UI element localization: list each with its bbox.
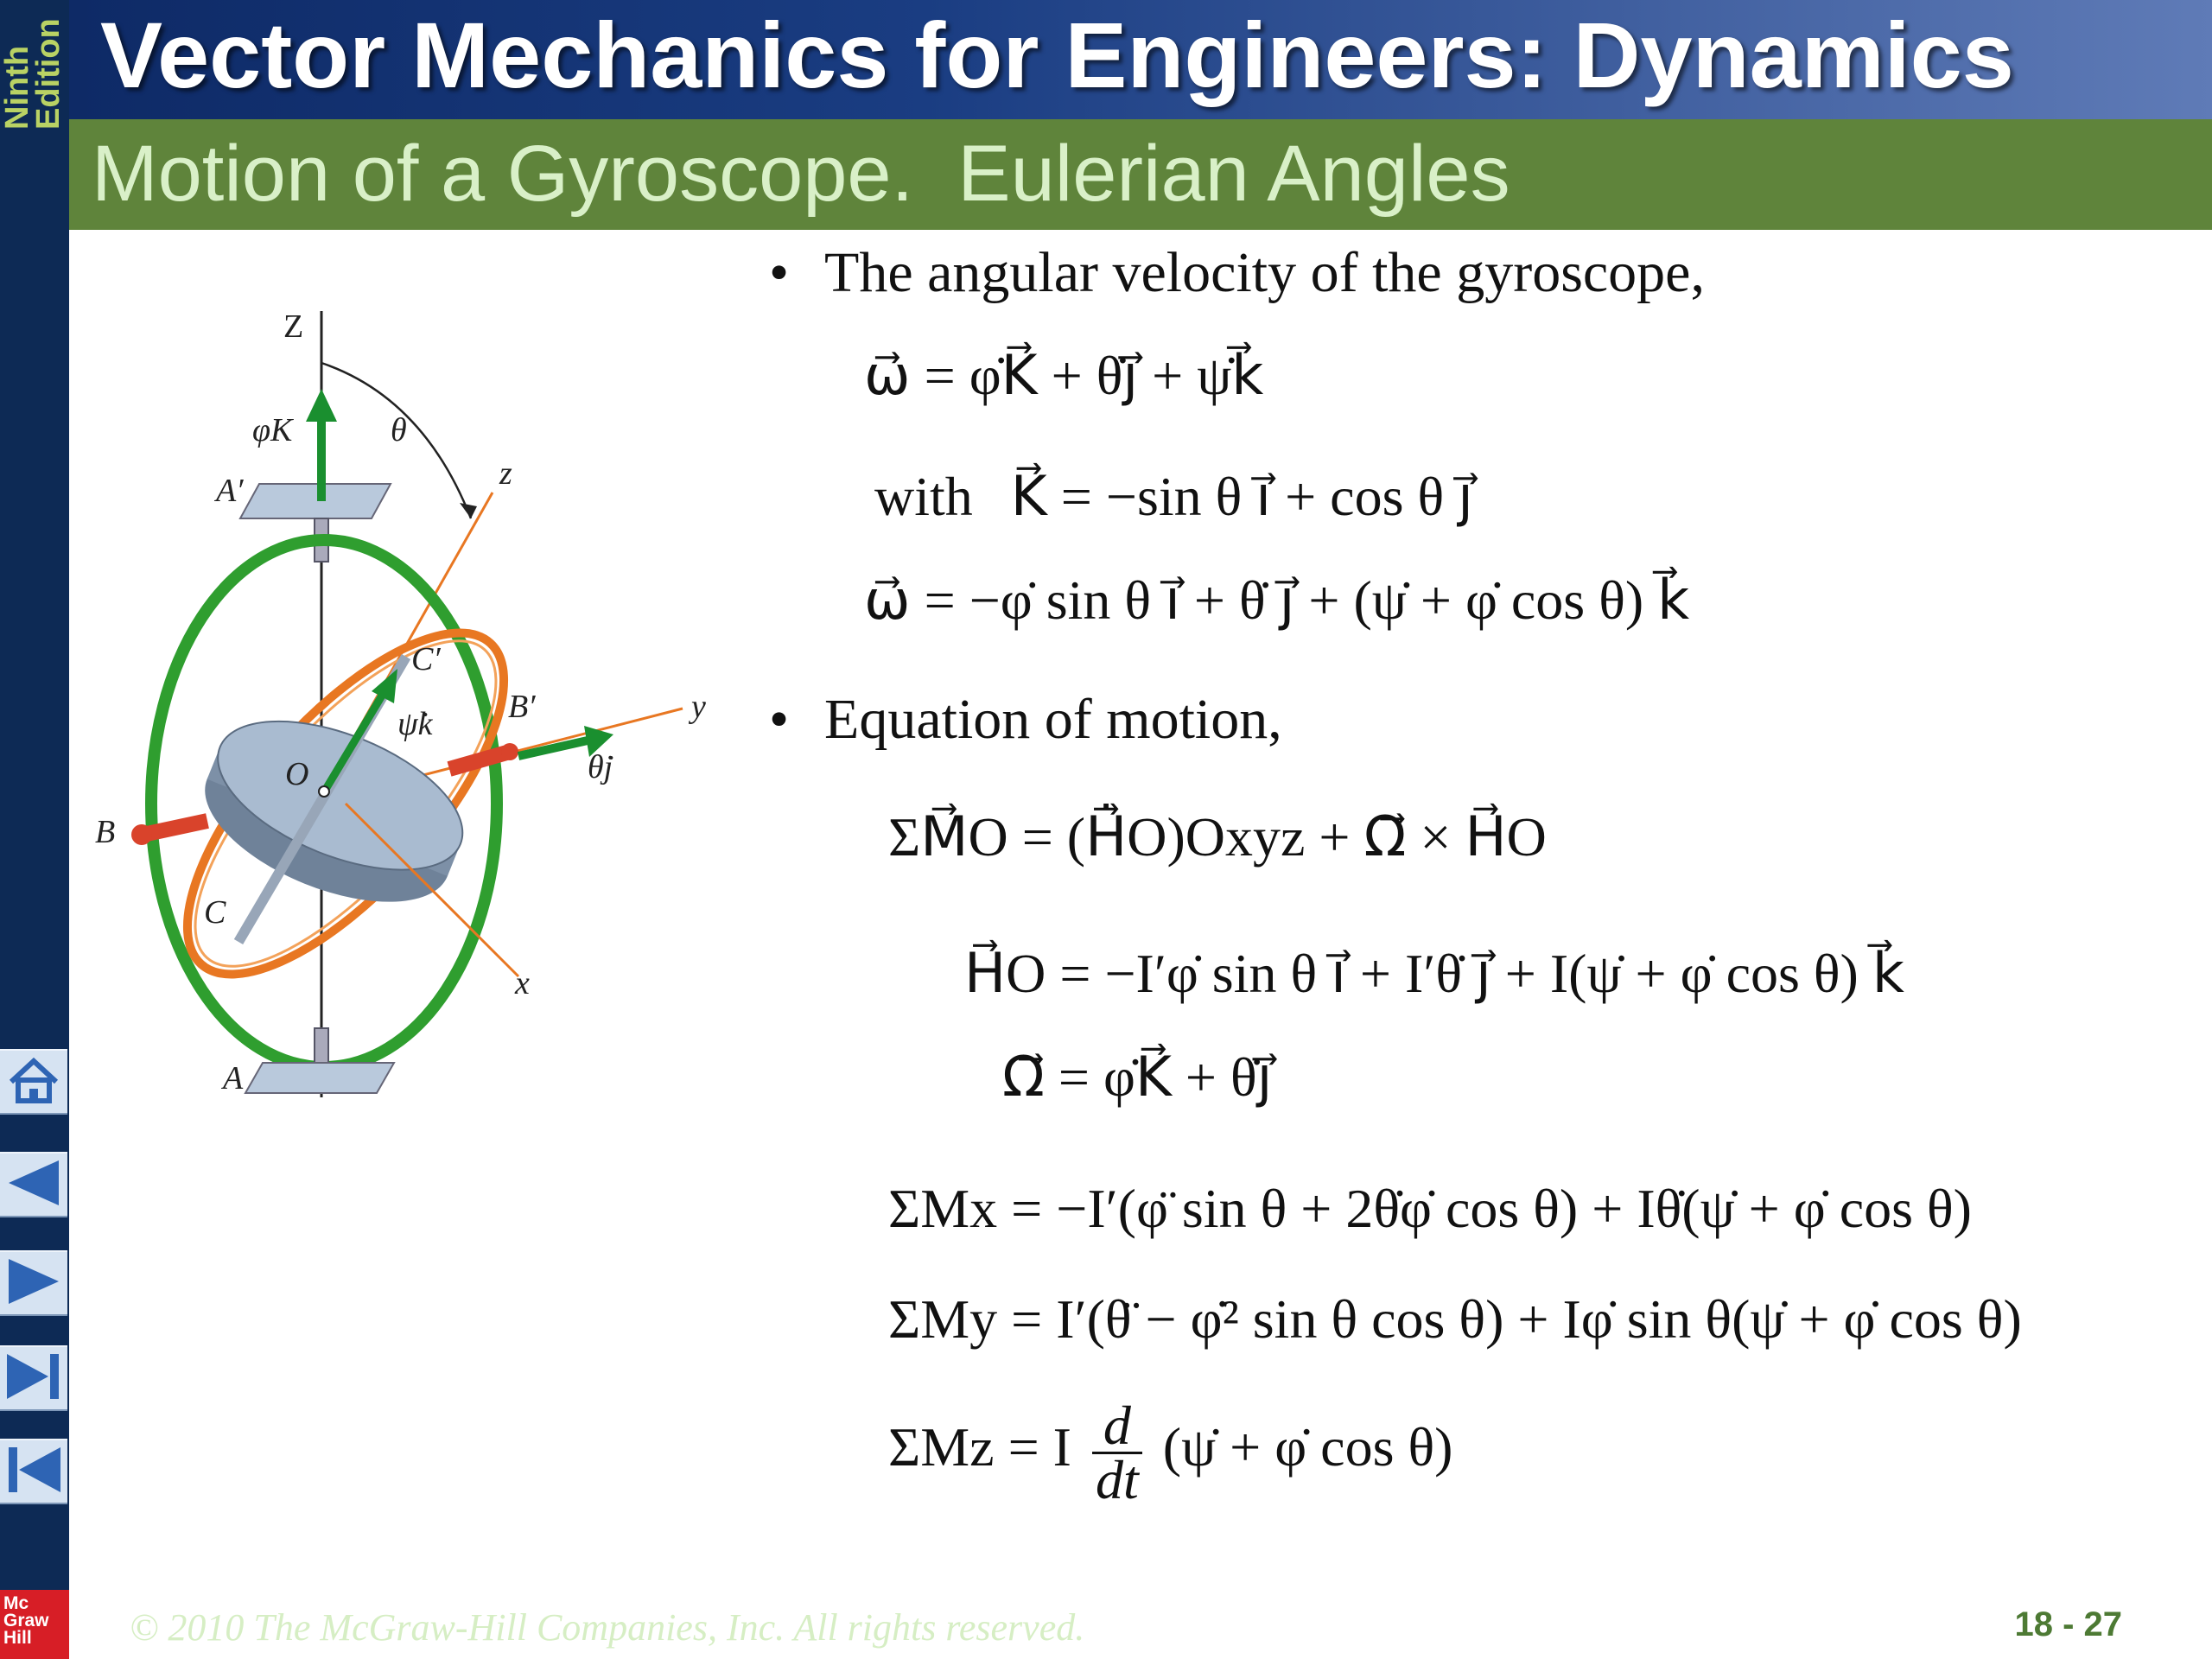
last-button[interactable] <box>0 1345 67 1411</box>
label-theta: θ <box>391 412 407 448</box>
equation-K: with K⃗ = −sin θ i⃗ + cos θ j⃗ <box>874 465 1473 529</box>
label-x: x <box>514 965 530 1001</box>
equation-Mz-prefix: ΣMz = I <box>888 1416 1071 1478</box>
subtitle-bar: Motion of a Gyroscope. Eulerian Angles <box>69 119 2212 230</box>
label-C: C <box>204 894 226 931</box>
mcgraw-hill-logo: Mc Graw Hill <box>0 1590 69 1659</box>
equation-My: ΣMy = I′(θ̈ − φ̇² sin θ cos θ) + Iφ̇ sin… <box>888 1288 2022 1350</box>
equation-K-with: with <box>874 466 973 527</box>
previous-icon <box>5 1157 62 1213</box>
first-icon <box>5 1444 62 1500</box>
slide-title: Motion of a Gyroscope. Eulerian Angles <box>92 130 1510 218</box>
label-B: B <box>95 814 115 850</box>
first-button[interactable] <box>0 1439 67 1504</box>
copyright-notice: © 2010 The McGraw-Hill Companies, Inc. A… <box>130 1606 1085 1649</box>
label-psik: ψ̇k <box>397 706 434 742</box>
logo-line-3: Hill <box>3 1628 32 1648</box>
edition-line-2: Edition <box>30 18 67 130</box>
next-button[interactable] <box>0 1250 67 1316</box>
equation-Mx: ΣMx = −I′(φ̈ sin θ + 2θ̇φ̇ cos θ) + Iθ̇(… <box>888 1178 1972 1239</box>
label-y: y <box>688 689 706 725</box>
label-phiK: φK <box>252 412 294 448</box>
label-C-prime: C′ <box>411 641 441 677</box>
bullet-angular-velocity: •The angular velocity of the gyroscope, <box>769 241 1705 304</box>
bullet-text: Equation of motion, <box>824 688 1282 751</box>
bullet-text: The angular velocity of the gyroscope, <box>824 241 1705 304</box>
book-title: Vector Mechanics for Engineers: Dynamics <box>100 3 2014 107</box>
sidebar: Ninth Edition <box>0 0 69 1659</box>
equation-Mz-fraction: d dt <box>1091 1398 1142 1510</box>
last-icon <box>5 1351 62 1407</box>
equation-Mz: ΣMz = I d dt (ψ̇ + φ̇ cos θ) <box>888 1398 1453 1510</box>
label-A: A <box>220 1060 244 1096</box>
label-thetaj: θ̇j <box>588 749 613 785</box>
label-A-prime: A′ <box>213 473 244 509</box>
logo-line-1: Mc <box>3 1593 29 1613</box>
logo-line-2: Graw <box>3 1611 49 1630</box>
equation-Omega: Ω⃗ = φ̇K⃗ + θ̇j⃗ <box>1002 1046 1273 1108</box>
label-B-prime: B′ <box>508 689 536 725</box>
fraction-numerator: d <box>1091 1398 1142 1454</box>
label-z: z <box>499 455 512 492</box>
equation-moment: ΣM⃗O = (H⃗̇O)Oxyz + Ω⃗ × H⃗O <box>888 806 1547 868</box>
home-icon <box>6 1054 61 1110</box>
label-Z: Z <box>283 308 303 345</box>
equation-omega-expanded: ω⃗ = −φ̇ sin θ i⃗ + θ̇ j⃗ + (ψ̇ + φ̇ cos… <box>864 569 1690 631</box>
next-icon <box>5 1255 62 1312</box>
bullet-equation-of-motion: •Equation of motion, <box>769 688 1282 751</box>
page-number: 18 - 27 <box>2014 1605 2122 1643</box>
home-button[interactable] <box>0 1049 67 1115</box>
edition-line-1: Ninth <box>0 45 35 130</box>
title-bar: Vector Mechanics for Engineers: Dynamics <box>69 0 2212 119</box>
equation-K-body: K⃗ = −sin θ i⃗ + cos θ j⃗ <box>1010 466 1473 527</box>
equation-Mz-suffix: (ψ̇ + φ̇ cos θ) <box>1162 1416 1453 1478</box>
equation-omega: ω⃗ = φ̇K⃗ + θ̇j⃗ + ψ̇k⃗ <box>864 345 1264 406</box>
previous-button[interactable] <box>0 1152 67 1217</box>
equation-H: H⃗O = −I′φ̇ sin θ i⃗ + I′θ̇ j⃗ + I(ψ̇ + … <box>964 943 1904 1004</box>
gyroscope-figure: Z θ A′ φK z y <box>86 285 743 1132</box>
label-O: O <box>285 756 308 792</box>
edition-label: Ninth Edition <box>0 0 67 130</box>
fraction-denominator: dt <box>1095 1449 1139 1510</box>
